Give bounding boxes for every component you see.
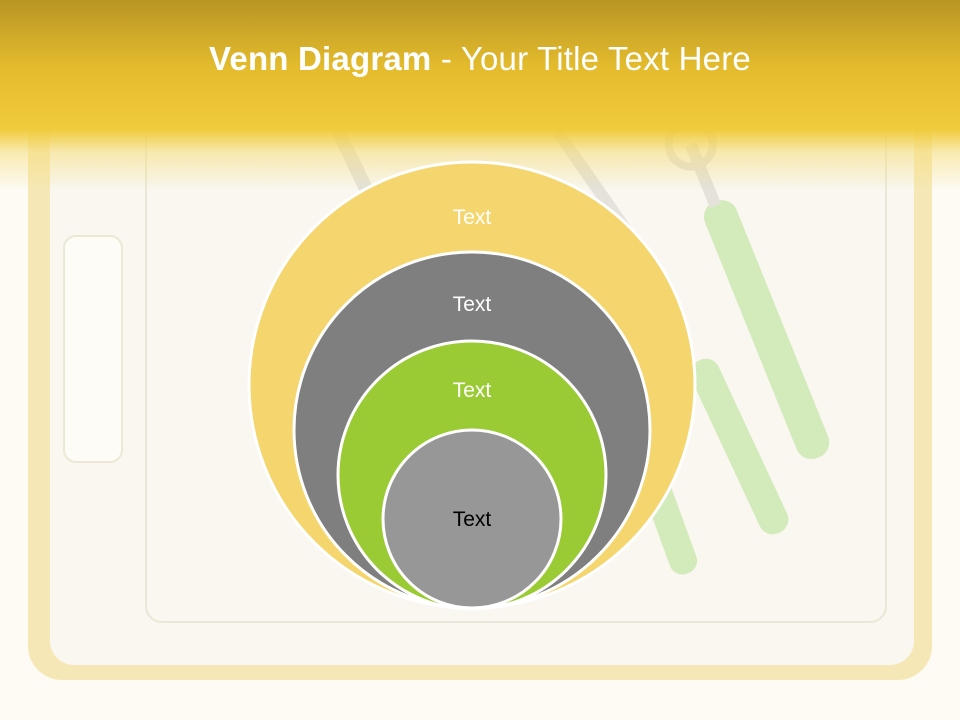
venn-label-outer: Text <box>453 206 492 229</box>
title-rest: - Your Title Text Here <box>431 40 751 77</box>
utensil-handle <box>690 358 789 535</box>
venn-circle-inner[interactable] <box>381 428 563 610</box>
title-banner <box>0 0 960 190</box>
venn-label-third: Text <box>453 379 492 402</box>
venn-label-inner: Text <box>453 508 492 531</box>
board-handle-hole <box>63 235 123 463</box>
title-bold: Venn Diagram <box>209 40 432 77</box>
page-title: Venn Diagram - Your Title Text Here <box>0 40 960 78</box>
venn-label-second: Text <box>453 293 492 316</box>
